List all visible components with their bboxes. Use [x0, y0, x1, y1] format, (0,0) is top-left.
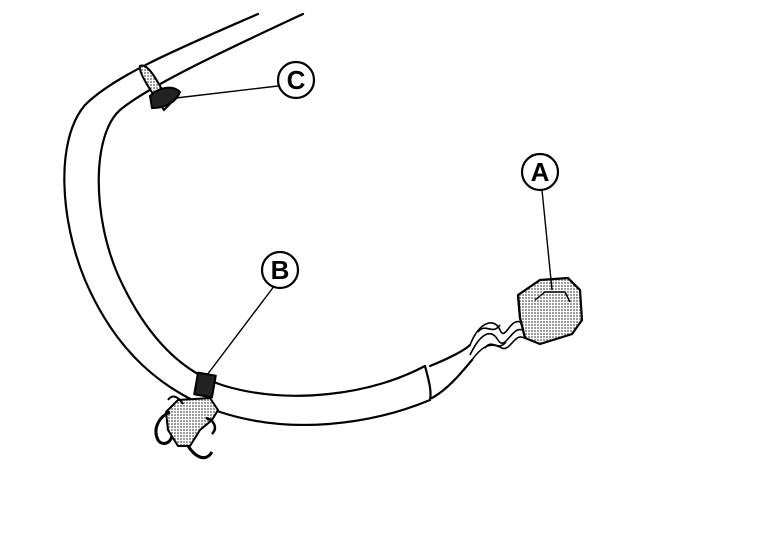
clip-b	[154, 371, 219, 460]
callout-a-label: A	[531, 157, 550, 187]
leader-b	[206, 284, 276, 376]
leader-c	[175, 85, 279, 99]
wire-harness	[63, 12, 474, 427]
thin-wire-bottom	[430, 358, 474, 400]
clip-c	[138, 64, 182, 112]
thin-wire-top	[428, 343, 472, 368]
leader-lines	[175, 85, 553, 376]
callout-a: A	[520, 152, 560, 192]
harness-outer-edge	[63, 12, 432, 427]
connector-a	[516, 276, 584, 346]
callout-c-label: C	[287, 65, 306, 95]
callout-b-label: B	[271, 255, 290, 285]
callout-b: B	[260, 250, 300, 290]
sleeve-end	[423, 364, 432, 402]
leader-a	[541, 189, 553, 291]
harness-inner-edge	[97, 12, 427, 397]
twisted-wires	[469, 320, 525, 361]
callout-c: C	[276, 60, 316, 100]
